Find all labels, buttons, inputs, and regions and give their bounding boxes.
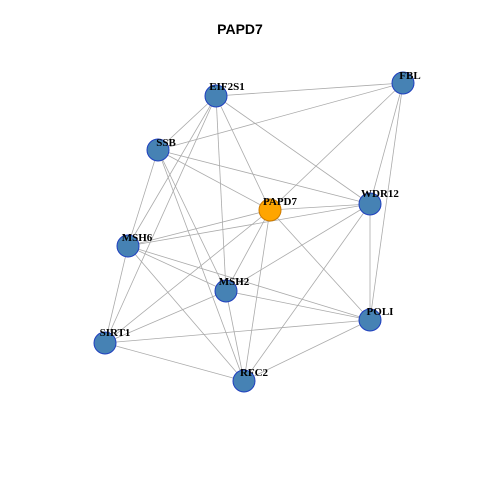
node-label-wdr12: WDR12 bbox=[361, 188, 399, 200]
chart-title: PAPD7 bbox=[217, 21, 263, 37]
nodes-layer bbox=[93, 71, 415, 393]
edge-papd7-poli bbox=[269, 209, 371, 321]
edge-msh6-sirt1 bbox=[104, 245, 129, 344]
node-ssb bbox=[146, 138, 170, 162]
node-msh2 bbox=[214, 279, 238, 303]
edge-wdr12-msh6 bbox=[127, 203, 371, 247]
edge-papd7-wdr12 bbox=[269, 203, 371, 211]
node-fbl bbox=[391, 71, 415, 95]
node-poli bbox=[358, 308, 382, 332]
edge-papd7-msh6 bbox=[127, 209, 271, 247]
edge-eif2s1-msh6 bbox=[127, 95, 217, 247]
edge-poli-sirt1 bbox=[104, 319, 371, 344]
edge-fbl-papd7 bbox=[269, 82, 404, 211]
node-sirt1 bbox=[93, 331, 117, 355]
edge-msh2-poli bbox=[225, 290, 371, 321]
edge-eif2s1-ssb bbox=[157, 95, 217, 151]
node-label-fbl: FBL bbox=[399, 70, 420, 82]
edge-msh6-rfc2 bbox=[127, 245, 245, 382]
node-label-eif2s1: EIF2S1 bbox=[209, 81, 244, 93]
edge-msh2-sirt1 bbox=[104, 290, 227, 344]
node-label-sirt1: SIRT1 bbox=[100, 327, 131, 339]
node-wdr12 bbox=[358, 192, 382, 216]
edge-ssb-msh2 bbox=[157, 149, 227, 292]
edge-fbl-wdr12 bbox=[369, 82, 404, 205]
edge-eif2s1-papd7 bbox=[215, 95, 271, 211]
edge-wdr12-rfc2 bbox=[243, 203, 371, 382]
edge-ssb-papd7 bbox=[157, 149, 271, 211]
edge-msh6-msh2 bbox=[127, 245, 227, 292]
node-papd7 bbox=[258, 198, 282, 222]
edge-ssb-msh6 bbox=[127, 149, 159, 247]
edge-msh2-rfc2 bbox=[225, 290, 245, 382]
node-eif2s1 bbox=[204, 84, 228, 108]
node-rfc2 bbox=[232, 369, 256, 393]
node-label-papd7: PAPD7 bbox=[263, 196, 298, 208]
edge-eif2s1-fbl bbox=[215, 82, 404, 97]
edge-fbl-poli bbox=[369, 82, 404, 321]
node-label-rfc2: RFC2 bbox=[240, 367, 269, 379]
edge-papd7-sirt1 bbox=[104, 209, 271, 344]
edge-wdr12-msh2 bbox=[225, 203, 371, 292]
node-label-msh2: MSH2 bbox=[219, 276, 250, 288]
edge-sirt1-rfc2 bbox=[104, 342, 245, 382]
edge-eif2s1-sirt1 bbox=[104, 95, 217, 344]
edge-ssb-wdr12 bbox=[157, 149, 371, 205]
edge-fbl-ssb bbox=[157, 82, 404, 151]
node-label-ssb: SSB bbox=[156, 137, 176, 149]
edge-papd7-rfc2 bbox=[243, 209, 271, 382]
edges-layer bbox=[104, 82, 404, 382]
node-msh6 bbox=[116, 234, 140, 258]
edge-papd7-msh2 bbox=[225, 209, 271, 292]
edge-poli-rfc2 bbox=[243, 319, 371, 382]
edge-msh6-poli bbox=[127, 245, 371, 321]
node-label-poli: POLI bbox=[367, 306, 394, 318]
node-label-msh6: MSH6 bbox=[122, 232, 153, 244]
edge-eif2s1-wdr12 bbox=[215, 95, 371, 205]
edge-eif2s1-msh2 bbox=[215, 95, 227, 292]
